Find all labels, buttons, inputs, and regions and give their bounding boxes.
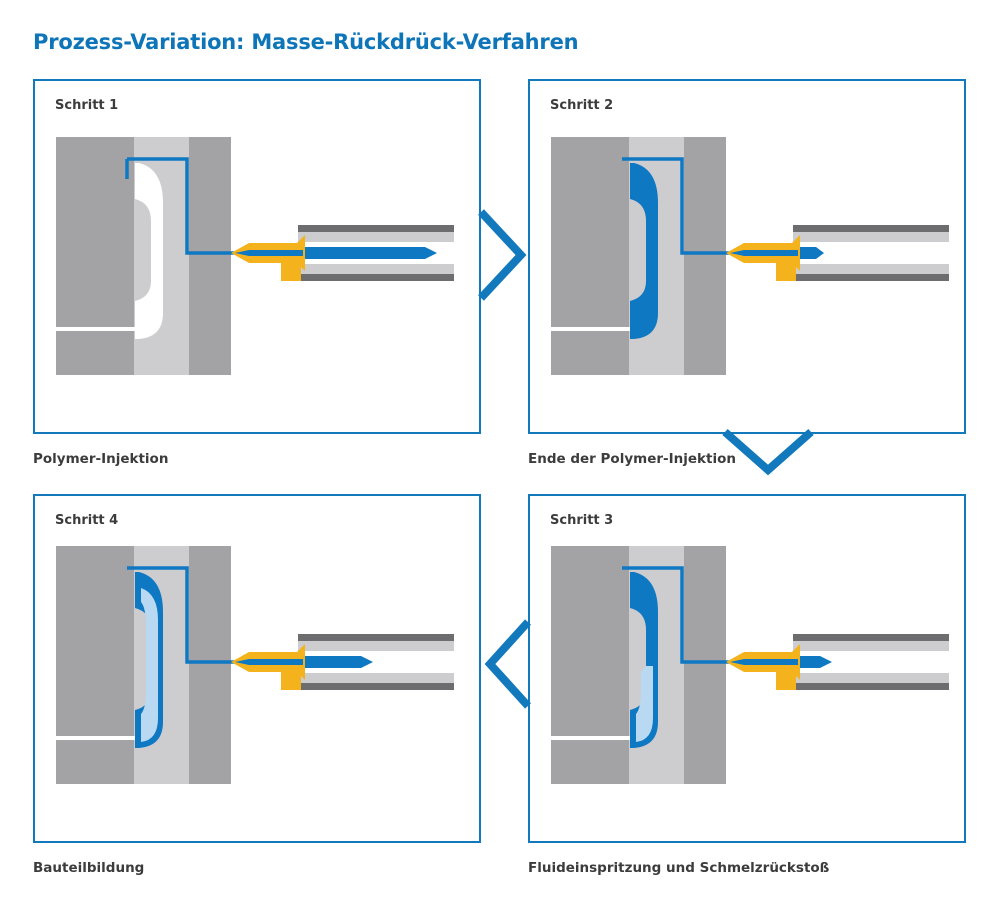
arrow-left-icon — [484, 619, 531, 709]
barrel-bore — [798, 651, 949, 673]
melt-stream — [303, 656, 373, 668]
mold-right-half — [189, 137, 231, 375]
sprue-channel — [622, 566, 740, 664]
step-4-label: Schritt 4 — [55, 513, 119, 528]
mold-right-half — [684, 546, 726, 784]
vent-line — [551, 736, 631, 740]
mold-left-half — [56, 546, 134, 784]
arrow-right-icon — [478, 209, 527, 301]
step-2-label: Schritt 2 — [550, 98, 614, 113]
barrel-band-bottom — [793, 683, 949, 690]
cavity — [127, 163, 163, 339]
mold-right-half — [189, 546, 231, 784]
melt-stream — [303, 247, 437, 259]
step-1-panel: Schritt 1 — [33, 79, 481, 434]
barrel-bore — [798, 242, 949, 264]
step-3-illustration — [551, 546, 949, 784]
step-2-panel: Schritt 2 — [528, 79, 966, 434]
nozzle-melt — [235, 250, 303, 256]
vent-line — [551, 327, 631, 331]
barrel-band-top — [298, 634, 454, 641]
sprue-channel — [127, 157, 245, 255]
step-2-caption: Ende der Polymer-Injektion — [528, 451, 736, 467]
mold-left-half — [56, 137, 134, 375]
nozzle-collar — [281, 670, 301, 690]
step-2-illustration — [551, 137, 949, 375]
sprue-channel — [127, 566, 245, 664]
barrel-band-bottom — [793, 274, 949, 281]
mold-left-half — [551, 137, 629, 375]
sprue-channel — [622, 157, 740, 255]
nozzle-collar — [281, 261, 301, 281]
step-1-label: Schritt 1 — [55, 98, 119, 113]
vent-line — [56, 736, 136, 740]
step-4-illustration — [56, 546, 454, 784]
arrow-down-icon — [722, 429, 814, 476]
page-title: Prozess-Variation: Masse-Rückdrück-Verfa… — [33, 30, 579, 54]
vent-line — [56, 327, 136, 331]
step-4-caption: Bauteilbildung — [33, 860, 145, 876]
melt-tip — [798, 247, 824, 259]
filled-cavity — [622, 163, 658, 339]
nozzle-melt — [235, 659, 303, 665]
mold-left-half — [551, 546, 629, 784]
fluid-core — [636, 666, 653, 742]
barrel-band-top — [793, 225, 949, 232]
fluid-core — [141, 588, 158, 742]
step-3-label: Schritt 3 — [550, 513, 614, 528]
barrel-band-bottom — [298, 274, 454, 281]
melt-stream — [798, 656, 832, 668]
nozzle-collar — [776, 261, 796, 281]
step-1-caption: Polymer-Injektion — [33, 451, 169, 467]
nozzle-melt — [730, 659, 798, 665]
step-4-panel: Schritt 4 — [33, 494, 481, 843]
nozzle-melt — [730, 250, 798, 256]
step-1-illustration — [56, 137, 454, 375]
barrel-band-top — [298, 225, 454, 232]
mold-right-half — [684, 137, 726, 375]
barrel-band-top — [793, 634, 949, 641]
step-3-caption: Fluideinspritzung und Schmelzrückstoß — [528, 860, 830, 876]
barrel-band-bottom — [298, 683, 454, 690]
step-3-panel: Schritt 3 — [528, 494, 966, 843]
nozzle-collar — [776, 670, 796, 690]
